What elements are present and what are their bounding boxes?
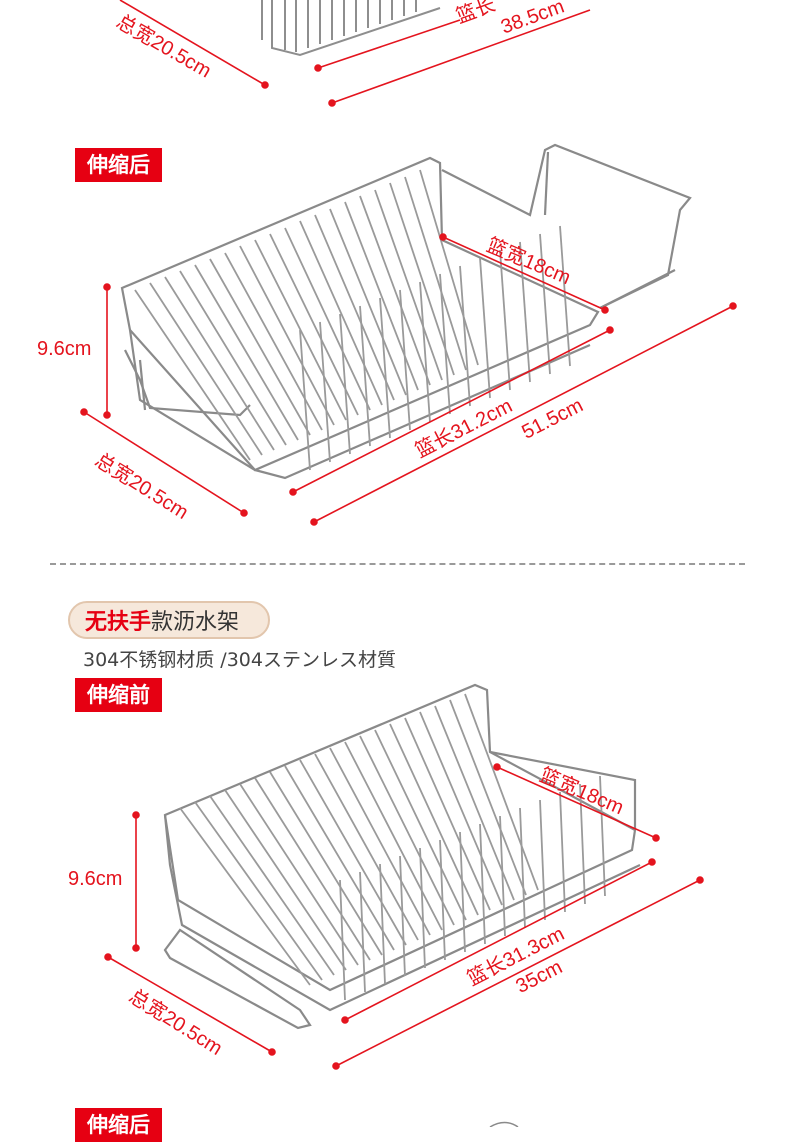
model-title-rest: 款沥水架 (151, 610, 240, 635)
material-text: 304不锈钢材质 /304ステンレス材質 (83, 649, 396, 671)
section-divider (50, 563, 745, 565)
basket-retracted (163, 683, 641, 1030)
extended-height-label: 9.6cm (37, 338, 92, 360)
model-title-pill: 无扶手款沥水架 (68, 601, 270, 639)
retracted-dimension-lines (104, 763, 704, 1070)
bottom-tag: 伸缩后 (75, 1108, 162, 1142)
basket-bottom-partial (489, 1121, 519, 1127)
basket-extended-wires (134, 169, 571, 471)
basket-retracted-wires (179, 693, 606, 1001)
retracted-height-label: 9.6cm (68, 868, 123, 890)
extended-tag: 伸缩后 (75, 148, 162, 182)
basket-extended (120, 143, 692, 480)
retracted-tag: 伸缩前 (75, 678, 162, 712)
extended-dimension-lines (80, 233, 737, 526)
model-title-highlight: 无扶手 (85, 610, 152, 635)
basket-top-partial (261, 0, 441, 57)
